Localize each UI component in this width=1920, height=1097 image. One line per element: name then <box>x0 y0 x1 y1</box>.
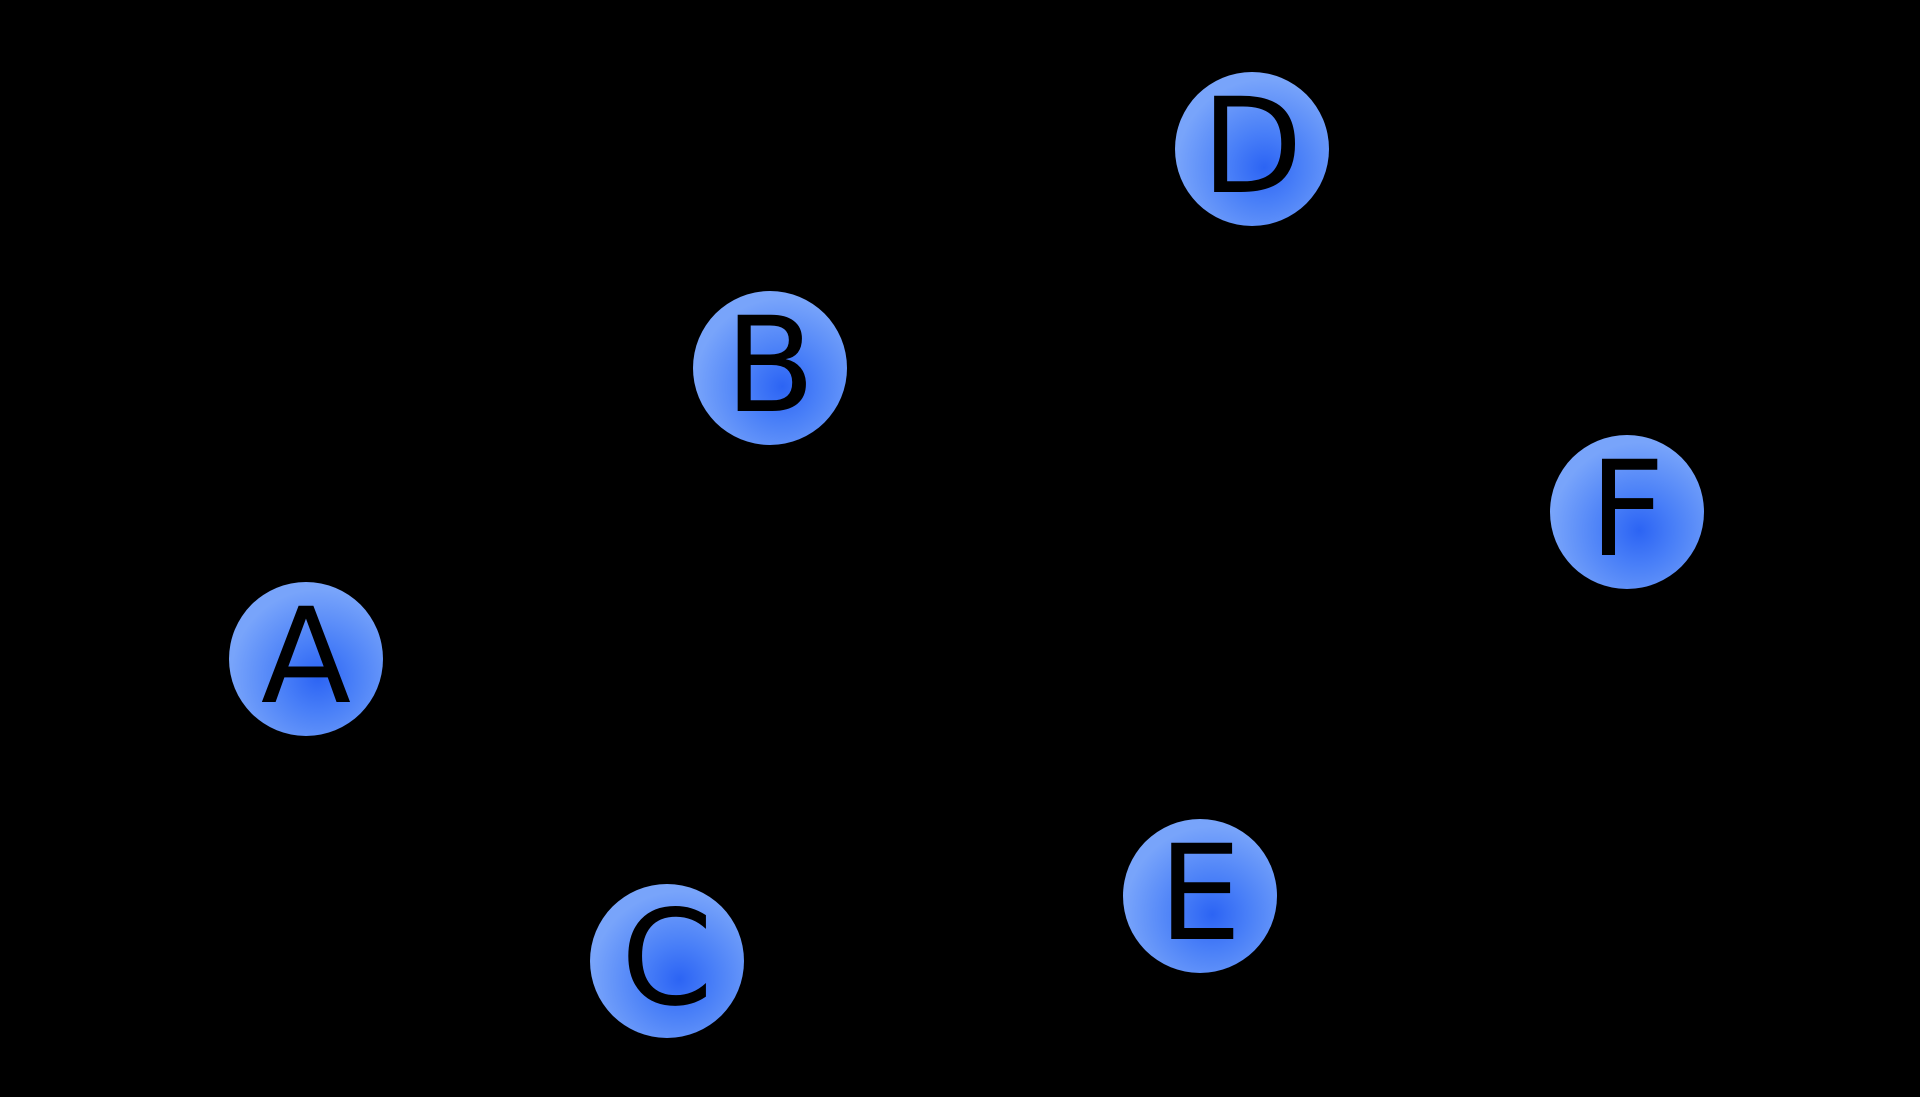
graph-node-A[interactable]: A <box>229 582 383 736</box>
graph-node-label: A <box>260 580 352 734</box>
graph-node-label: D <box>1201 70 1303 224</box>
graph-node-D[interactable]: D <box>1175 72 1329 226</box>
graph-node-label: F <box>1589 433 1665 587</box>
graph-node-label: B <box>724 289 816 443</box>
graph-node-label: E <box>1158 817 1242 971</box>
graph-node-E[interactable]: E <box>1123 819 1277 973</box>
graph-node-F[interactable]: F <box>1550 435 1704 589</box>
graph-node-label: C <box>620 882 714 1036</box>
graph-node-C[interactable]: C <box>590 884 744 1038</box>
graph-node-B[interactable]: B <box>693 291 847 445</box>
